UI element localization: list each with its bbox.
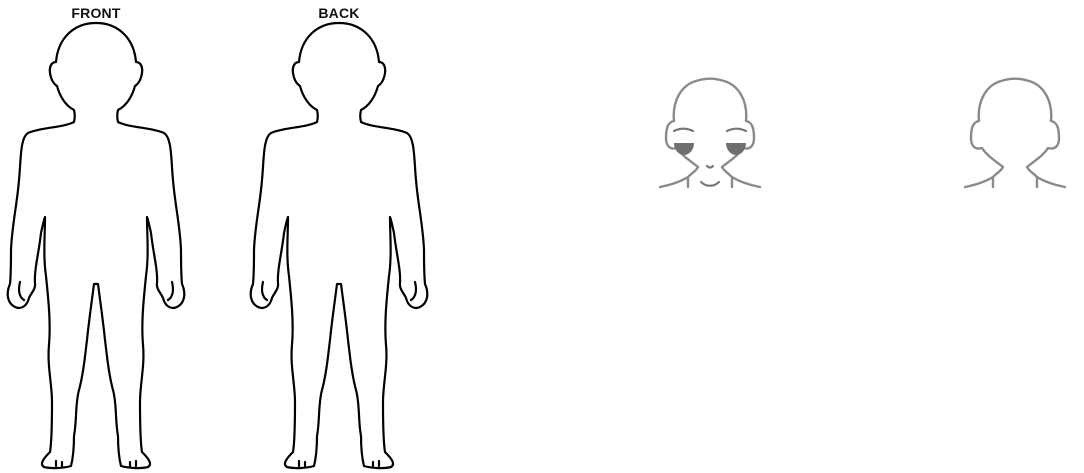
nose <box>707 166 713 168</box>
front-body-outline <box>8 23 185 468</box>
mouth <box>701 182 719 186</box>
back-body-outline <box>251 23 428 468</box>
right-eye <box>726 143 746 155</box>
left-eyebrow <box>674 129 693 131</box>
back-head-outline <box>965 79 1065 187</box>
right-eyebrow <box>727 129 746 131</box>
front-head-outline <box>660 79 760 187</box>
left-eye <box>674 143 694 155</box>
